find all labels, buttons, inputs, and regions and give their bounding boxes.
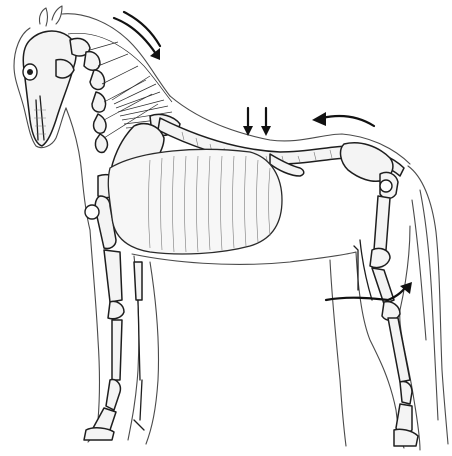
pelvis bbox=[341, 143, 398, 199]
barrel bbox=[108, 149, 282, 254]
neck-curve-arrow bbox=[114, 12, 160, 60]
back-down-arrow-right bbox=[261, 108, 271, 136]
skull bbox=[23, 31, 76, 146]
back-down-arrow-left bbox=[243, 108, 253, 136]
eye-pupil bbox=[27, 69, 33, 75]
loin-curve-arrow bbox=[312, 112, 374, 126]
hindlimb-skeleton bbox=[354, 196, 418, 446]
hip-joint bbox=[380, 180, 392, 192]
elbow-joint bbox=[85, 205, 99, 219]
